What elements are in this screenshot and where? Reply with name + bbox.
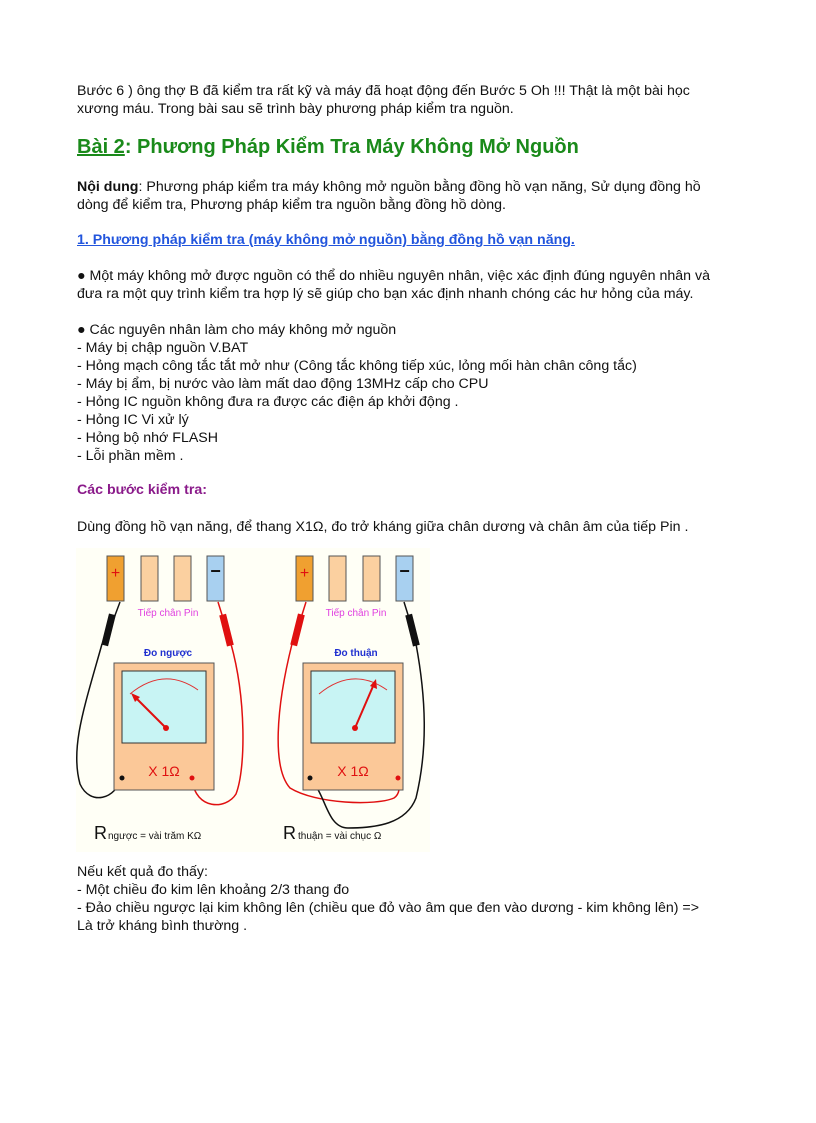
scale-label: X 1Ω — [148, 763, 179, 779]
result-r: R — [283, 823, 296, 843]
steps-title: Các bước kiểm tra: — [77, 482, 207, 498]
content-text: : Phương pháp kiểm tra máy không mở nguồ… — [138, 179, 701, 195]
cause-item: - Hỏng IC nguồn không đưa ra được các đi… — [77, 394, 459, 410]
left-measurement: + − Tiếp chân Pin Đo ngược X 1Ω R ngược … — [75, 555, 244, 843]
scale-label: X 1Ω — [337, 763, 368, 779]
section-1-link[interactable]: 1. Phương pháp kiểm tra (máy không mở ng… — [77, 232, 575, 248]
cause-item: - Hỏng bộ nhớ FLASH — [77, 430, 219, 446]
mode-label: Đo thuận — [334, 648, 377, 659]
result-line: Là trở kháng bình thường . — [77, 918, 248, 934]
result-line: - Một chiều đo kim lên khoảng 2/3 thang … — [77, 882, 350, 898]
cause-item: - Hỏng IC Vi xử lý — [77, 412, 189, 428]
steps-instruction: Dùng đồng hồ vạn năng, để thang X1Ω, đo … — [77, 519, 689, 535]
cause-item: - Máy bị chập nguồn V.BAT — [77, 340, 249, 356]
heading-title: : Phương Pháp Kiểm Tra Máy Không Mở Nguồ… — [124, 136, 579, 158]
plus-icon: + — [300, 565, 309, 582]
content-label: Nội dung — [77, 179, 139, 195]
intro-line-2: xương máu. Trong bài sau sẽ trình bày ph… — [77, 101, 514, 117]
pin-label: Tiếp chân Pin — [326, 607, 387, 619]
result-text: ngược = vài trăm KΩ — [108, 831, 202, 842]
cause-item: - Lỗi phần mềm . — [77, 448, 184, 464]
cause-item: - Máy bị ẩm, bị nước vào làm mất dao độn… — [77, 376, 489, 392]
mode-label: Đo ngược — [144, 648, 193, 659]
content-line-2: dòng để kiểm tra, Phương pháp kiểm tra n… — [77, 197, 506, 213]
page-heading: Bài 2: Phương Pháp Kiểm Tra Máy Không Mở… — [77, 136, 579, 159]
para1-line-1: ● Một máy không mở được nguồn có thể do … — [77, 268, 710, 284]
multimeter-diagram: + − Tiếp chân Pin Đo ngược X 1Ω R ngược … — [75, 548, 430, 852]
cause-item: - Hỏng mạch công tắc tắt mở như (Công tắ… — [77, 358, 637, 374]
content-line-1: Nội dung: Phương pháp kiểm tra máy không… — [77, 178, 701, 196]
pin-label: Tiếp chân Pin — [138, 607, 199, 619]
plus-icon: + — [111, 565, 120, 582]
minus-icon: − — [210, 561, 221, 581]
result-line: - Đảo chiều ngược lại kim không lên (chi… — [77, 900, 700, 916]
result-r: R — [94, 823, 107, 843]
right-measurement: + − Tiếp chân Pin Đo thuận X 1Ω R thuận … — [277, 555, 426, 843]
results-title: Nếu kết quả đo thấy: — [77, 864, 208, 880]
causes-title: ● Các nguyên nhân làm cho máy không mở n… — [77, 322, 397, 338]
intro-line-1: Bước 6 ) ông thợ B đã kiểm tra rất kỹ và… — [77, 83, 690, 99]
para1-line-2: đưa ra một quy trình kiểm tra hợp lý sẽ … — [77, 286, 694, 302]
heading-prefix: Bài 2 — [77, 136, 125, 158]
minus-icon: − — [399, 561, 410, 581]
result-text: thuận = vài chục Ω — [298, 831, 382, 842]
